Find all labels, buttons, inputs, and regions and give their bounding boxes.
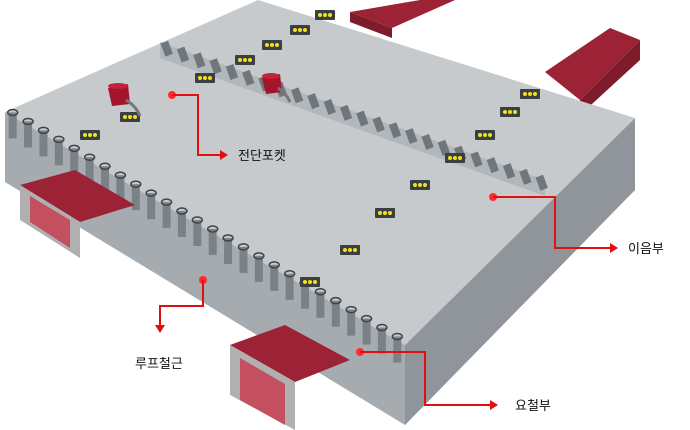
shear-pocket-icon	[520, 89, 540, 99]
pour-bucket-icon	[108, 83, 142, 117]
joint-notch	[421, 133, 434, 150]
joint-notch	[339, 104, 353, 121]
recess-notch	[53, 135, 65, 166]
recess-notch	[376, 323, 388, 354]
callout-shear-pocket: 전단포켓	[168, 91, 286, 164]
label-recess: 요철부	[515, 399, 551, 414]
recess-notch	[345, 305, 357, 336]
shear-pocket-icon	[340, 245, 360, 255]
joint-notch	[405, 128, 418, 145]
joint-notch	[193, 52, 206, 69]
recess-notch	[237, 243, 250, 273]
joint-notches	[160, 40, 548, 191]
recess-notch	[114, 171, 127, 202]
callout-loop-rebar: 루프철근	[135, 276, 207, 372]
shear-pocket-icon	[235, 55, 255, 65]
recess-notch	[330, 296, 342, 327]
shear-pocket-icon	[300, 277, 320, 287]
recess-notch	[130, 180, 142, 211]
girder-top-2	[545, 28, 640, 115]
joint-notch	[356, 110, 369, 127]
recess-notch	[314, 287, 327, 318]
recess-notch	[253, 252, 265, 282]
recess-notch	[206, 225, 219, 255]
joint-notch	[176, 46, 190, 63]
joint-notch	[160, 40, 173, 57]
label-joint: 이음부	[628, 242, 664, 257]
joint-notch	[519, 168, 532, 185]
joint-notch	[535, 174, 548, 191]
shear-pocket-icon	[410, 180, 430, 190]
shear-pocket-icon	[120, 112, 140, 122]
recess-notch	[160, 198, 173, 229]
shear-pocket-icon	[290, 25, 310, 35]
recess-notch	[99, 162, 111, 193]
shear-pocket-icon	[500, 107, 520, 117]
girder-top-1	[350, 0, 455, 38]
slab-right-face	[405, 118, 635, 425]
recess-notch	[360, 314, 373, 345]
shear-pocket-icon	[315, 10, 335, 20]
slab-top	[5, 0, 635, 345]
recess-notch	[68, 144, 80, 175]
joint-notch	[209, 58, 222, 75]
recess-notch	[268, 261, 280, 291]
label-loop-rebar: 루프철근	[135, 357, 183, 372]
shear-pocket-icon	[262, 40, 282, 50]
joint-notch	[470, 151, 483, 168]
joint-notch	[290, 87, 304, 104]
joint-notch	[242, 69, 255, 86]
recess-notches	[6, 108, 404, 363]
shear-pocket-icon	[375, 208, 395, 218]
recess-notch	[283, 270, 296, 300]
callout-joint: 이음부	[489, 193, 664, 257]
joint-notch	[388, 122, 402, 139]
shear-pocket-icon	[475, 130, 495, 140]
shear-pocket-icon	[80, 130, 100, 140]
callout-recess: 요철부	[356, 348, 551, 414]
joint-notch	[372, 116, 385, 133]
recess-notch	[222, 234, 234, 264]
recess-notch	[6, 108, 19, 139]
shear-pocket-icon	[195, 73, 215, 83]
label-shear-pocket: 전단포켓	[238, 149, 286, 164]
joint-notch	[502, 163, 516, 179]
shear-pocket-icon	[445, 153, 465, 163]
recess-notch	[391, 332, 404, 363]
joint-notch	[486, 157, 499, 174]
recess-notch	[83, 153, 96, 184]
recess-notch	[191, 216, 204, 247]
joint-notch	[323, 99, 336, 115]
girder-bottom-right	[230, 325, 350, 430]
joint-notch	[307, 93, 320, 110]
recess-notch	[22, 117, 34, 148]
girder-bottom-left	[20, 170, 135, 258]
recess-notch	[145, 189, 157, 220]
shear-pockets	[80, 10, 540, 287]
recess-notch	[176, 207, 188, 238]
joint-notch	[437, 139, 451, 156]
joint-notch	[225, 64, 239, 80]
recess-notch	[37, 126, 50, 157]
pour-bucket-icon	[262, 73, 292, 103]
